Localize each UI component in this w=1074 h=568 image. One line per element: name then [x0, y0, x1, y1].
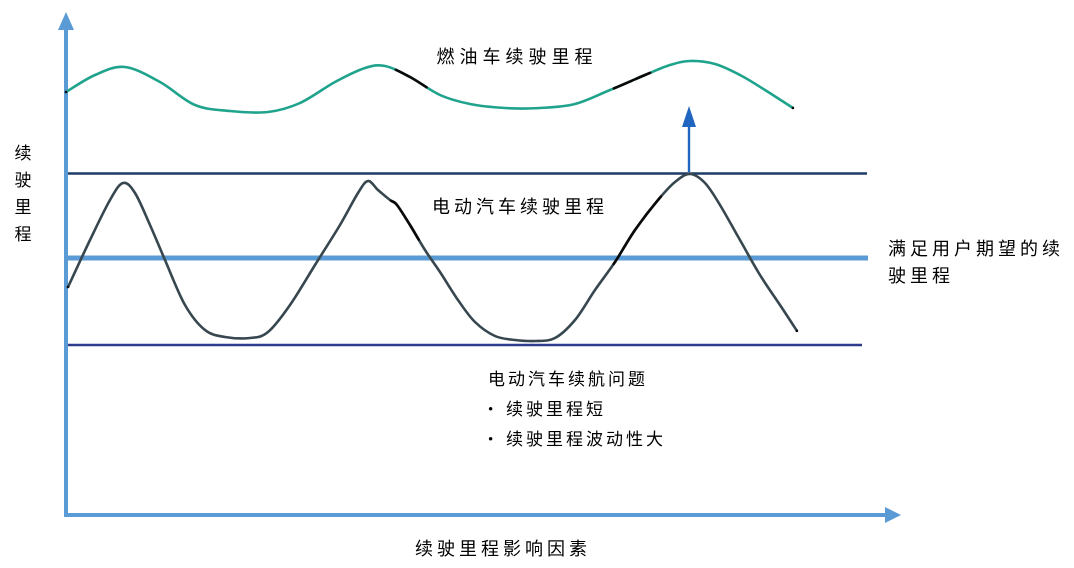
ev-problem-bullet-1: 续驶里程短 — [506, 400, 606, 419]
list-item: • 续驶里程短 — [488, 398, 748, 422]
bullet-icon: • — [488, 402, 494, 418]
y-axis-label: 续驶里程 — [14, 144, 32, 244]
fuel-curve-label: 燃油车续驶里程 — [436, 47, 598, 67]
ev-problem-note: 电动汽车续航问题 • 续驶里程短 • 续驶里程波动性大 — [488, 365, 748, 452]
fuel-range-curve — [65, 59, 794, 114]
x-axis-arrowhead-icon — [885, 507, 901, 523]
expectation-line-label: 满足用户期望的续驶里程 — [888, 239, 1064, 286]
expectation-gap-arrowhead-icon — [682, 106, 696, 127]
y-axis-arrowhead-icon — [58, 12, 74, 30]
bullet-icon: • — [488, 432, 494, 448]
ev-problem-bullet-2: 续驶里程波动性大 — [506, 430, 666, 449]
list-item: • 续驶里程波动性大 — [488, 428, 748, 452]
ev-curve-label: 电动汽车续驶里程 — [432, 197, 608, 217]
x-axis-label: 续驶里程影响因素 — [415, 539, 591, 559]
ev-problem-title: 电动汽车续航问题 — [488, 370, 648, 389]
ev-curve-joint-segments — [66, 172, 799, 343]
